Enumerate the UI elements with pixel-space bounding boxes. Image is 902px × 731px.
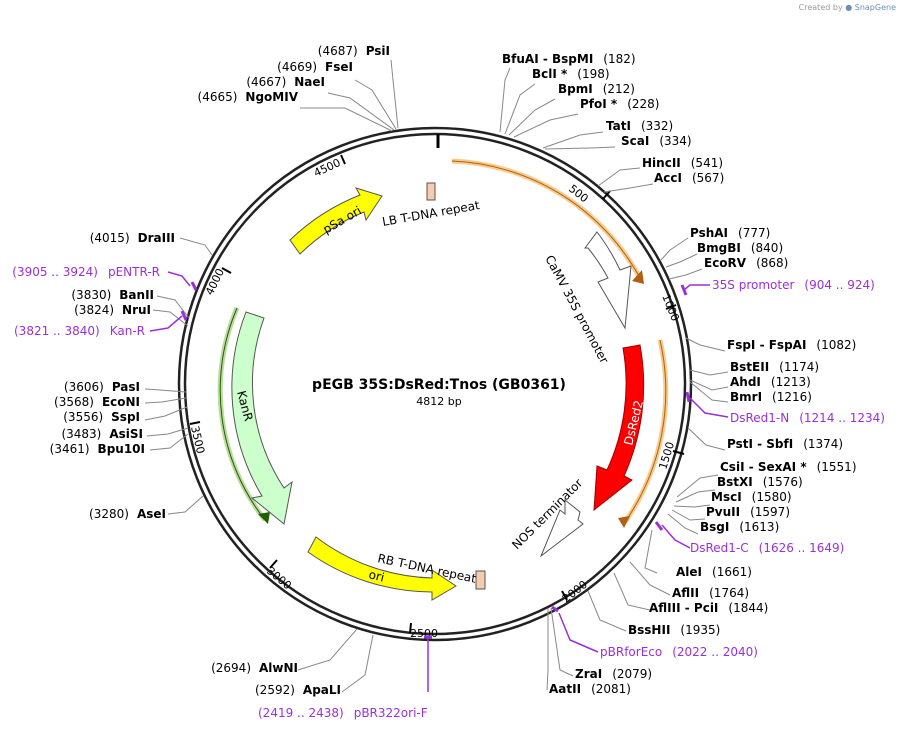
- enzyme-label: BsgI(1613): [700, 520, 779, 534]
- enzyme-label: (3280)AseI: [89, 507, 166, 521]
- enzyme-label: (2592)ApaLI: [255, 683, 341, 697]
- plasmid-title: pEGB 35S:DsRed:Tnos (GB0361): [312, 377, 566, 393]
- features: [231, 182, 645, 601]
- enzyme-label: (3461)Bpu10I: [50, 442, 145, 456]
- credit-brand: SnapGene: [854, 3, 896, 12]
- enzyme-label: BpmI(212): [558, 82, 635, 96]
- enzyme-label: PshAI(777): [690, 226, 770, 240]
- psa-ori-arrow: [289, 187, 383, 255]
- primer-label: DsRed1-C(1626 .. 1649): [690, 541, 844, 555]
- primer-label: (3905 .. 3924)pENTR-R: [12, 265, 160, 279]
- enzyme-label: AflII(1764): [672, 586, 749, 600]
- primer-label: (2419 .. 2438)pBR322ori-F: [258, 706, 428, 720]
- backbone: [177, 126, 693, 642]
- enzyme-label: BfuAI - BspMI(182): [502, 52, 636, 66]
- nos-arrow: [539, 498, 584, 558]
- enzyme-label: AleI(1661): [676, 565, 752, 579]
- enzyme-label: BssHII(1935): [628, 623, 720, 637]
- tick-marks: [189, 154, 685, 634]
- enzyme-label: (3830)BanII: [71, 288, 154, 302]
- dsred-arrow: [593, 344, 645, 512]
- snapgene-logo-icon: ●: [845, 3, 853, 12]
- enzyme-label: (4669)FseI: [277, 60, 353, 74]
- enzyme-label: ZraI(2079): [575, 667, 652, 681]
- enzyme-label: BmrI(1216): [730, 390, 812, 404]
- ori-arrow: [307, 536, 457, 601]
- enzyme-label: (4015)DraIII: [90, 231, 175, 245]
- enzyme-label: BstXI(1576): [717, 475, 803, 489]
- enzyme-leader-lines: [144, 59, 729, 693]
- enzyme-label: BmgBI(840): [697, 241, 783, 255]
- primer-label: DsRed1-N(1214 .. 1234): [730, 411, 885, 425]
- enzyme-label: (4667)NaeI: [246, 75, 325, 89]
- enzyme-label: (2694)AlwNI: [211, 661, 298, 675]
- enzyme-label: PvuII(1597): [706, 505, 790, 519]
- camv-arrow: [584, 231, 632, 330]
- plasmid-length: 4812 bp: [416, 395, 461, 408]
- rb-tdna-box: [475, 570, 486, 590]
- orf-arcs: [217, 158, 669, 528]
- enzyme-label: (3568)EcoNI: [54, 395, 140, 409]
- lb-label: LB T-DNA repeat: [381, 198, 481, 229]
- tick-1000: 1000: [659, 292, 682, 323]
- enzyme-label: BstEII(1174): [730, 360, 819, 374]
- enzyme-label: (3824)NruI: [74, 303, 151, 317]
- enzyme-label: MscI(1580): [711, 490, 792, 504]
- credit-prefix: Created by: [798, 3, 843, 12]
- enzyme-label: CsiI - SexAI *(1551): [720, 460, 857, 474]
- ori-label: ori: [367, 567, 386, 584]
- kanr-arrow: [231, 311, 293, 525]
- enzyme-label: AccI(567): [654, 171, 724, 185]
- enzyme-label: PfoI *(228): [580, 97, 659, 111]
- enzyme-label: (3606)PasI: [64, 380, 140, 394]
- enzyme-label: EcoRV(868): [704, 256, 788, 270]
- tick-2000: 2000: [560, 578, 590, 605]
- snapgene-credit: Created by ● SnapGene: [799, 3, 896, 12]
- enzyme-label: (4665)NgoMIV: [198, 90, 299, 104]
- enzyme-label: AhdI(1213): [730, 375, 811, 389]
- primer-label: pBRforEco(2022 .. 2040): [600, 645, 758, 659]
- tick-3500: 3500: [188, 425, 207, 455]
- enzyme-label: (4687)PsiI: [318, 44, 390, 58]
- enzyme-label: ScaI(334): [621, 134, 692, 148]
- enzyme-label: (3483)AsiSI: [61, 427, 143, 441]
- enzyme-label: PstI - SbfI(1374): [727, 437, 843, 451]
- enzyme-label: BclI *(198): [532, 67, 610, 81]
- enzyme-label: AatII(2081): [549, 682, 631, 696]
- primer-label: (3821 .. 3840)Kan-R: [14, 324, 145, 338]
- primer-marks: [149, 271, 729, 692]
- enzyme-label: FspI - FspAI(1082): [727, 338, 856, 352]
- enzyme-label: AflIII - PciI(1844): [649, 601, 768, 615]
- enzyme-label: HincII(541): [642, 156, 723, 170]
- enzyme-label: TatI(332): [606, 119, 673, 133]
- enzyme-labels: (4687)PsiI (4669)FseI (4667)NaeI (4665)N…: [50, 44, 857, 697]
- primer-labels: 35S promoter(904 .. 924) DsRed1-N(1214 .…: [12, 265, 885, 720]
- primer-label: 35S promoter(904 .. 924): [712, 278, 875, 292]
- lb-tdna-box: [426, 182, 436, 201]
- camv-label: CaMV 35S promoter: [542, 253, 611, 366]
- enzyme-label: (3556)SspI: [63, 410, 140, 424]
